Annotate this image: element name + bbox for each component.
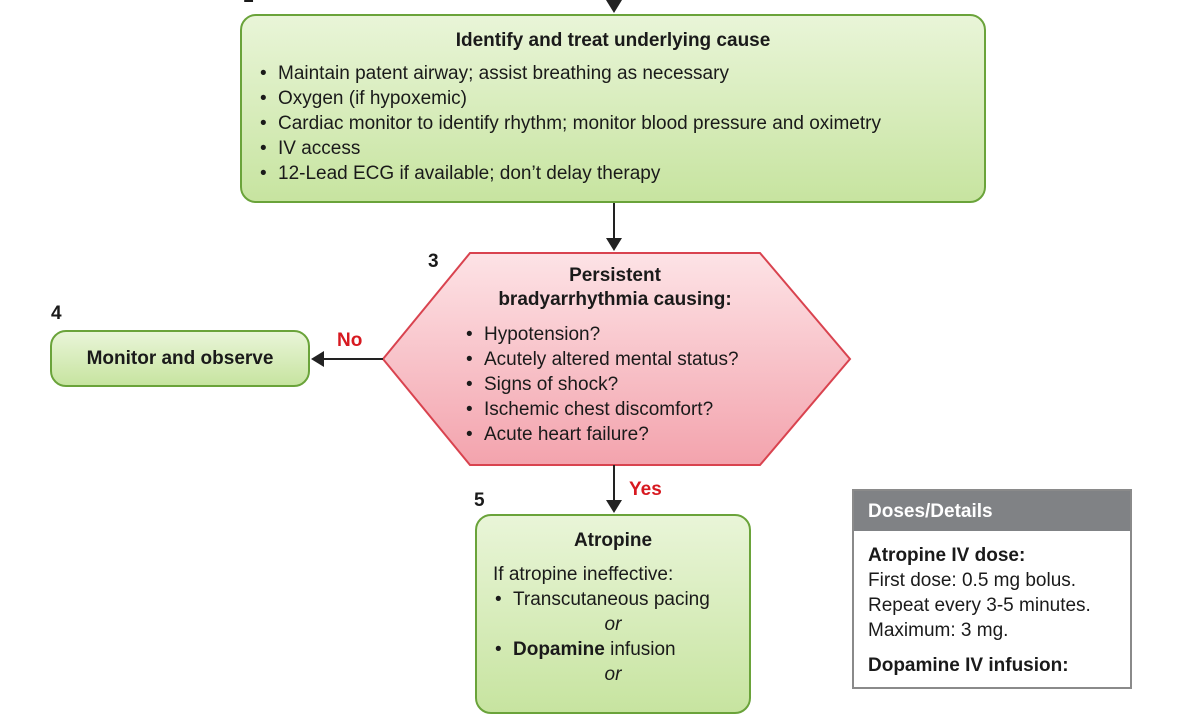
step-3-content: Persistent bradyarrhythmia causing:	[440, 264, 790, 312]
step-2-bullets: Maintain patent airway; assist breathing…	[258, 61, 984, 186]
step-1-number: 1	[243, 0, 254, 8]
step-2-box: Identify and treat underlying cause Main…	[240, 14, 986, 203]
step-5-or-1: or	[604, 614, 622, 635]
list-item: Transcutaneous pacing	[493, 587, 749, 612]
arrowhead-3-to-5	[606, 500, 622, 513]
dopamine-infusion-title: Dopamine IV infusion:	[868, 655, 1069, 676]
step-5-title: Atropine	[573, 530, 653, 551]
dopamine-rest: infusion	[604, 639, 676, 660]
arrowhead-3-to-4	[311, 351, 324, 367]
step-5-options-2: Dopamine infusion	[493, 637, 749, 662]
step-3-bullets: Hypotension? Acutely altered mental stat…	[464, 322, 804, 447]
list-item: Hypotension?	[464, 322, 804, 347]
step-2-title: Identify and treat underlying cause	[455, 30, 771, 51]
step-5-options: Transcutaneous pacing	[493, 587, 749, 612]
step-4-label: Monitor and observe	[86, 348, 274, 369]
step-5-number: 5	[474, 490, 485, 511]
doses-details-panel: Doses/Details Atropine IV dose: First do…	[852, 489, 1132, 689]
step-4-number: 4	[51, 303, 62, 324]
atropine-line: Maximum: 3 mg.	[868, 620, 1009, 641]
doses-details-header: Doses/Details	[854, 491, 1130, 531]
list-item: IV access	[258, 136, 984, 161]
list-item: Oxygen (if hypoxemic)	[258, 86, 984, 111]
list-item: Acutely altered mental status?	[464, 347, 804, 372]
no-label: No	[337, 330, 363, 351]
arrowhead-2-to-3	[606, 238, 622, 251]
yes-label: Yes	[629, 479, 662, 500]
step-3-number: 3	[428, 251, 439, 272]
list-item: Dopamine infusion	[493, 637, 749, 662]
arrowhead-1-to-2	[606, 0, 622, 13]
doses-details-body: Atropine IV dose: First dose: 0.5 mg bol…	[854, 531, 1130, 690]
list-item: Acute heart failure?	[464, 422, 804, 447]
list-item: Ischemic chest discomfort?	[464, 397, 804, 422]
atropine-line: First dose: 0.5 mg bolus.	[868, 570, 1077, 591]
list-item: Cardiac monitor to identify rhythm; moni…	[258, 111, 984, 136]
step-3-title-line1: Persistent	[569, 265, 661, 286]
atropine-dose-title: Atropine IV dose:	[868, 545, 1026, 566]
step-3-title-line2: bradyarrhythmia causing:	[498, 289, 732, 310]
dopamine-bold: Dopamine	[513, 639, 605, 660]
list-item: Maintain patent airway; assist breathing…	[258, 61, 984, 86]
step-4-box: Monitor and observe	[50, 330, 310, 387]
step-5-intro: If atropine ineffective:	[493, 564, 674, 585]
list-item: 12-Lead ECG if available; don’t delay th…	[258, 161, 984, 186]
atropine-line: Repeat every 3-5 minutes.	[868, 595, 1091, 616]
list-item: Signs of shock?	[464, 372, 804, 397]
step-5-box: Atropine If atropine ineffective: Transc…	[475, 514, 751, 714]
